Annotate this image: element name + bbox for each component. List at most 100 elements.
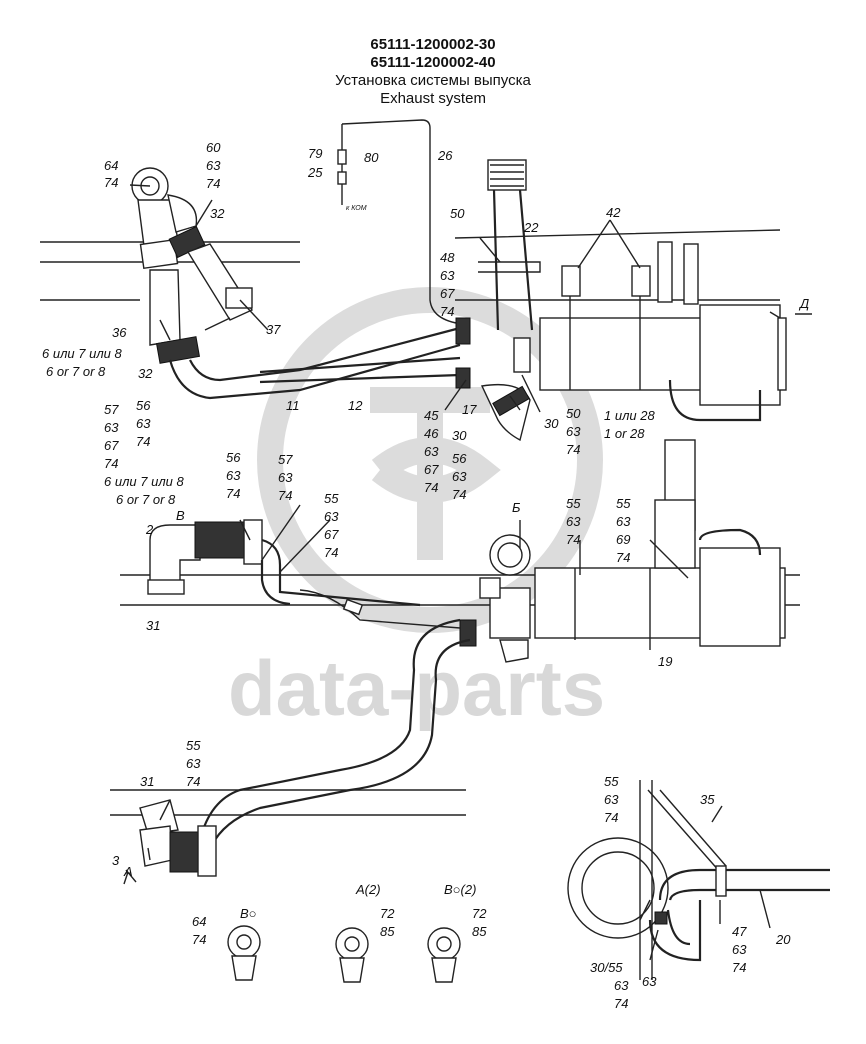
callout-35: 35 — [700, 792, 715, 807]
callouts: 64 74 60 63 74 32 79 80 25 к КОМ 26 22 5… — [42, 140, 809, 1011]
callout-63: 63 — [616, 514, 631, 529]
callout-63: 63 — [324, 509, 339, 524]
drawing-code-1: 65111-1200002-30 — [370, 36, 496, 53]
callout-64: 64 — [192, 914, 206, 929]
view-label-A2: А(2) — [355, 882, 381, 897]
callout-30-55: 30/55 — [590, 960, 623, 975]
callout-63: 63 — [278, 470, 293, 485]
callout-74: 74 — [226, 486, 240, 501]
callout-56: 56 — [452, 451, 467, 466]
callout-74: 74 — [324, 545, 338, 560]
callout-55: 55 — [324, 491, 339, 506]
callout-30: 30 — [544, 416, 559, 431]
callout-63: 63 — [452, 469, 467, 484]
muffler-lower — [459, 499, 786, 663]
detail-view-Vo — [227, 925, 261, 981]
note-1-28-ru: 1 или 28 — [604, 408, 655, 423]
callout-55: 55 — [566, 496, 581, 511]
callout-57: 57 — [278, 452, 293, 467]
callout-67: 67 — [424, 462, 439, 477]
pipes-11-12 — [168, 326, 461, 400]
callout-63: 63 — [424, 444, 439, 459]
callout-55: 55 — [604, 774, 619, 789]
callout-79: 79 — [308, 146, 322, 161]
callout-56: 56 — [226, 450, 241, 465]
lower-end-flange — [139, 799, 217, 877]
callout-74: 74 — [614, 996, 628, 1011]
callout-63: 63 — [614, 978, 629, 993]
view-label-V: В — [176, 508, 185, 523]
callout-60: 60 — [206, 140, 221, 155]
callout-25: 25 — [307, 165, 323, 180]
callout-85: 85 — [380, 924, 395, 939]
callout-12: 12 — [348, 398, 363, 413]
callout-74: 74 — [206, 176, 220, 191]
callout-20: 20 — [775, 932, 791, 947]
callout-74: 74 — [566, 442, 580, 457]
callout-42: 42 — [606, 205, 621, 220]
note-6-7-8-ru: 6 или 7 или 8 — [104, 474, 184, 489]
drawing-code-2: 65111-1200002-40 — [370, 54, 496, 71]
lower-left-assembly — [147, 519, 421, 607]
view-label-D: Д — [798, 296, 809, 311]
callout-47: 47 — [732, 924, 747, 939]
callout-85: 85 — [472, 924, 487, 939]
callout-74: 74 — [604, 810, 618, 825]
callout-2: 2 — [145, 522, 154, 537]
leader-lines — [123, 184, 812, 961]
callout-67: 67 — [440, 286, 455, 301]
callout-74: 74 — [452, 487, 466, 502]
callout-63: 63 — [104, 420, 119, 435]
callout-63: 63 — [206, 158, 221, 173]
callout-72: 72 — [472, 906, 487, 921]
callout-46: 46 — [424, 426, 439, 441]
detail-view-A2 — [335, 927, 369, 983]
callout-69: 69 — [616, 532, 630, 547]
callout-11: 11 — [286, 398, 300, 413]
view-label-A: А — [123, 864, 133, 879]
downpipe — [198, 589, 471, 846]
callout-67: 67 — [104, 438, 119, 453]
detail-view-V2 — [427, 927, 461, 983]
callout-30: 30 — [452, 428, 467, 443]
view-label-V2: В○(2) — [444, 882, 476, 897]
note-6-7-8-en: 6 or 7 or 8 — [46, 364, 106, 379]
callout-55: 55 — [616, 496, 631, 511]
callout-74: 74 — [424, 480, 438, 495]
pipe-22 — [478, 159, 541, 331]
callout-74: 74 — [104, 175, 118, 190]
callout-32: 32 — [138, 366, 153, 381]
callout-36: 36 — [112, 325, 127, 340]
callout-3: 3 — [112, 853, 120, 868]
callout-63: 63 — [732, 942, 747, 957]
turbo-elbow-assembly-upper — [131, 167, 269, 364]
title-block: 65111-1200002-30 65111-1200002-40 Устано… — [0, 36, 866, 108]
callout-63: 63 — [642, 974, 657, 989]
callout-74: 74 — [136, 434, 150, 449]
callout-72: 72 — [380, 906, 395, 921]
callout-74: 74 — [566, 532, 580, 547]
callout-63: 63 — [136, 416, 151, 431]
callout-37: 37 — [266, 322, 281, 337]
callout-63: 63 — [440, 268, 455, 283]
callout-74: 74 — [616, 550, 630, 565]
title-ru: Установка системы выпуска — [335, 72, 531, 89]
callout-74: 74 — [440, 304, 454, 319]
callout-67: 67 — [324, 527, 339, 542]
watermark-logo-mark — [370, 387, 501, 560]
callout-17: 17 — [462, 402, 477, 417]
callout-22: 22 — [523, 220, 539, 235]
callout-74: 74 — [278, 488, 292, 503]
callout-64: 64 — [104, 158, 118, 173]
callout-32: 32 — [210, 206, 225, 221]
note-6-7-8-en: 6 or 7 or 8 — [116, 492, 176, 507]
center-clamps — [455, 317, 531, 442]
callout-31: 31 — [140, 774, 154, 789]
view-label-B: Б — [512, 500, 521, 515]
note-1-28-en: 1 or 28 — [604, 426, 645, 441]
callout-63: 63 — [186, 756, 201, 771]
callout-56: 56 — [136, 398, 151, 413]
callout-63: 63 — [566, 424, 581, 439]
